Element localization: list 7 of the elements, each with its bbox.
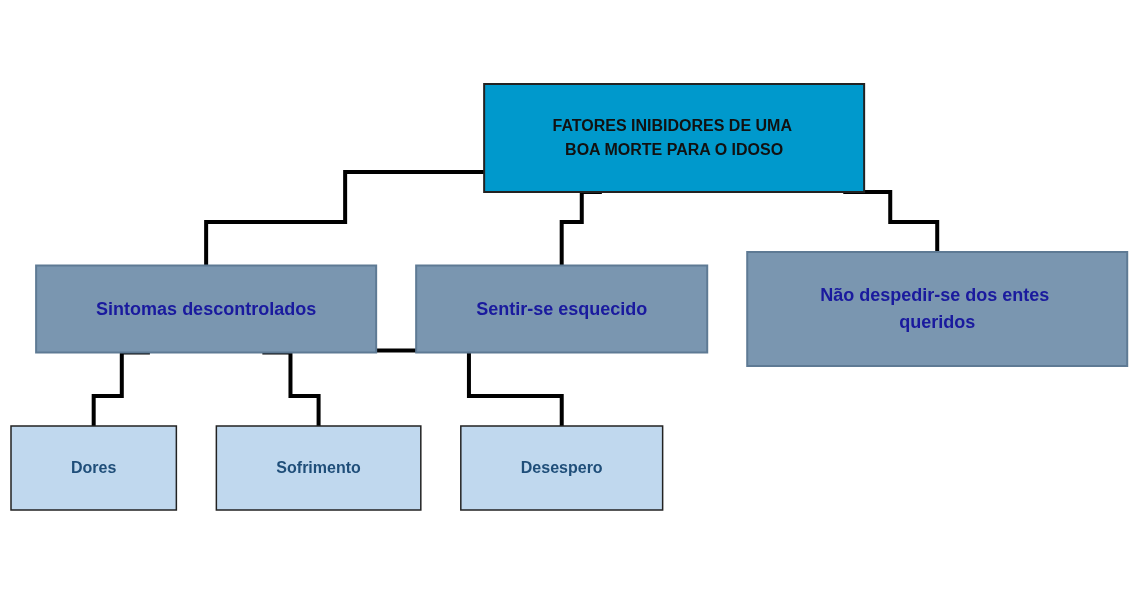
node-box: Sintomas descontrolados — [35, 264, 378, 354]
node-box: Sentir-se esquecido — [415, 264, 709, 354]
node-box: Desespero — [460, 425, 664, 511]
node-box: Dores — [10, 425, 178, 511]
node-box: Não despedir-se dos entes queridos — [746, 251, 1129, 367]
node-box: FATORES INIBIDORES DE UMA BOA MORTE PARA O IDOSO — [483, 83, 866, 193]
node-box: Sofrimento — [216, 425, 422, 511]
